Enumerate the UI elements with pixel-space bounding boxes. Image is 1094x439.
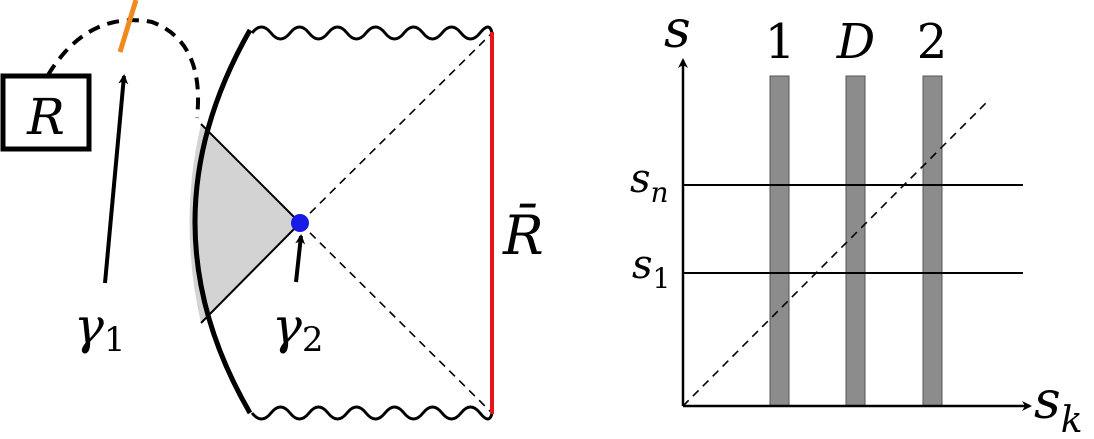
column-label-1: 1: [765, 14, 796, 70]
gamma1-subscript: 1: [104, 320, 126, 360]
column-1: [769, 75, 790, 407]
r-box: [0, 73, 92, 152]
x-axis-label-subscript: k: [1061, 400, 1083, 439]
column-label-2: 2: [917, 14, 948, 70]
column-label-d: D: [836, 14, 875, 70]
penrose-diagram: R γ1 γ2 R̄: [0, 0, 544, 421]
r-box-label: R: [26, 88, 65, 146]
row-label-s1-subscript: 1: [653, 262, 671, 295]
orange-cut-mark: [117, 0, 139, 53]
r-bar-label: R̄: [502, 203, 544, 267]
dashed-arc: [46, 18, 200, 119]
dashed-diagonal: [682, 98, 991, 407]
gamma2-arrow: [294, 234, 306, 283]
x-axis-label: sk: [1034, 371, 1083, 439]
wedge-upper-edge: [200, 123, 301, 224]
y-axis-label: s: [664, 0, 691, 60]
row-label-sn: sn: [630, 156, 669, 209]
row-label-s1: s1: [632, 242, 670, 295]
wedge-lower-edge: [200, 222, 301, 324]
dashed-diagonal-lower: [299, 222, 493, 414]
gamma2-point: [291, 214, 309, 232]
s-sk-plot: s sk 1 D 2 sn s1: [630, 0, 1083, 439]
column-2: [922, 75, 943, 407]
shaded-wedge: [189, 124, 300, 323]
gamma2-subscript: 2: [302, 320, 324, 360]
bottom-singularity: [250, 405, 494, 421]
gamma1-label: γ1: [74, 297, 126, 360]
top-singularity: [250, 25, 494, 41]
gamma1-arrow: [103, 74, 129, 284]
column-d: [845, 75, 866, 407]
gamma2-label: γ2: [272, 297, 324, 360]
left-brane-curve: [192, 28, 253, 415]
row-label-sn-subscript: n: [651, 176, 669, 209]
dashed-diagonal-upper: [299, 32, 493, 224]
